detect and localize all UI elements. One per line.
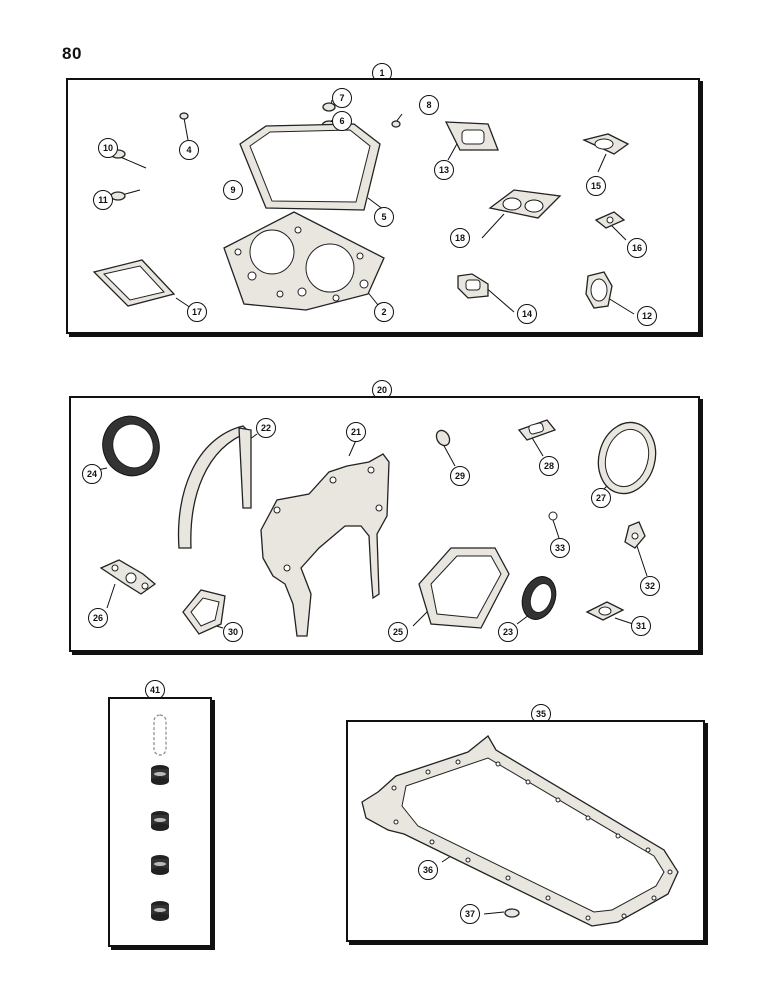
round-cover-gasket-icon	[597, 421, 657, 495]
small-flange-gasket-icon	[594, 211, 626, 229]
oval-gasket-icon	[585, 271, 613, 309]
callout-7: 7	[332, 88, 352, 108]
square-gasket-icon	[92, 259, 176, 307]
flange-gasket-icon	[517, 419, 557, 441]
callout-24: 24	[82, 464, 102, 484]
callout-30: 30	[223, 622, 243, 642]
callout-21: 21	[346, 422, 366, 442]
callout-31: 31	[631, 616, 651, 636]
callout-23: 23	[498, 622, 518, 642]
callout-9: 9	[223, 180, 243, 200]
round-flange-gasket-icon	[582, 133, 630, 155]
callout-17: 17	[187, 302, 207, 322]
gasket-set-panel-20: 24 22 21 29 28 27 33 32 26 30 25 23 31	[69, 396, 700, 652]
group-callout-41: 41	[145, 680, 165, 700]
callout-12: 12	[637, 306, 657, 326]
callout-29: 29	[450, 466, 470, 486]
crankshaft-seal-icon	[102, 415, 160, 477]
plate-gasket-icon	[418, 547, 510, 629]
oil-pan-gasket-icon	[361, 735, 679, 927]
page-number: 80	[62, 44, 82, 63]
square-gasket-icon	[182, 589, 226, 635]
washer-icon	[435, 429, 451, 447]
washer-icon	[322, 102, 336, 112]
callout-18: 18	[450, 228, 470, 248]
oil-seal-icon	[521, 576, 557, 620]
small-washer-icon	[391, 120, 401, 128]
leader-lines	[117, 99, 635, 315]
callout-11: 11	[93, 190, 113, 210]
valve-stem-seal-icon	[151, 901, 169, 921]
callout-13: 13	[434, 160, 454, 180]
callout-25: 25	[388, 622, 408, 642]
callout-32: 32	[640, 576, 660, 596]
oil-pan-gasket-panel-35: 36 37	[346, 720, 705, 942]
valve-cover-gasket-icon	[239, 123, 381, 211]
callout-33: 33	[550, 538, 570, 558]
small-washer-icon	[179, 112, 189, 120]
oil-pan-gasket-diagram	[361, 735, 679, 927]
gasket-set-1-diagram	[92, 99, 635, 315]
valve-stem-seal-icon	[151, 855, 169, 875]
valve-seal-diagram	[151, 714, 169, 921]
callout-16: 16	[627, 238, 647, 258]
callout-15: 15	[586, 176, 606, 196]
valve-stem-seal-icon	[151, 811, 169, 831]
gasket-set-panel-1: 10 11 4 7 6 8 9 5 2 17 13 15 18 16 14 12	[66, 78, 700, 334]
small-flange-gasket-icon	[624, 521, 646, 549]
callout-4: 4	[179, 140, 199, 160]
washer-icon	[504, 908, 520, 918]
double-port-gasket-icon	[488, 189, 562, 219]
callout-27: 27	[591, 488, 611, 508]
valve-seal-panel-41	[108, 697, 212, 947]
flange-gasket-icon	[585, 601, 625, 621]
valve-stem-seal-icon	[151, 765, 169, 785]
callout-8: 8	[419, 95, 439, 115]
callout-26: 26	[88, 608, 108, 628]
timing-cover-gasket-icon	[260, 453, 390, 637]
washer-icon	[110, 191, 126, 201]
gasket-set-20-diagram	[96, 415, 657, 637]
callout-14: 14	[517, 304, 537, 324]
callout-28: 28	[539, 456, 559, 476]
callout-2: 2	[374, 302, 394, 322]
callout-5: 5	[374, 207, 394, 227]
callout-10: 10	[98, 138, 118, 158]
valve-stem-seal-icon	[153, 714, 167, 756]
o-ring-icon	[548, 511, 558, 521]
curved-gasket-icon	[177, 425, 252, 549]
callout-36: 36	[418, 860, 438, 880]
flange-gasket-icon	[457, 273, 489, 299]
callout-6: 6	[332, 111, 352, 131]
triple-hole-gasket-icon	[99, 559, 157, 595]
cylinder-head-gasket-icon	[223, 211, 385, 311]
callout-37: 37	[460, 904, 480, 924]
callout-22: 22	[256, 418, 276, 438]
flange-gasket-icon	[444, 121, 499, 151]
group-callout-20: 20	[372, 380, 392, 400]
